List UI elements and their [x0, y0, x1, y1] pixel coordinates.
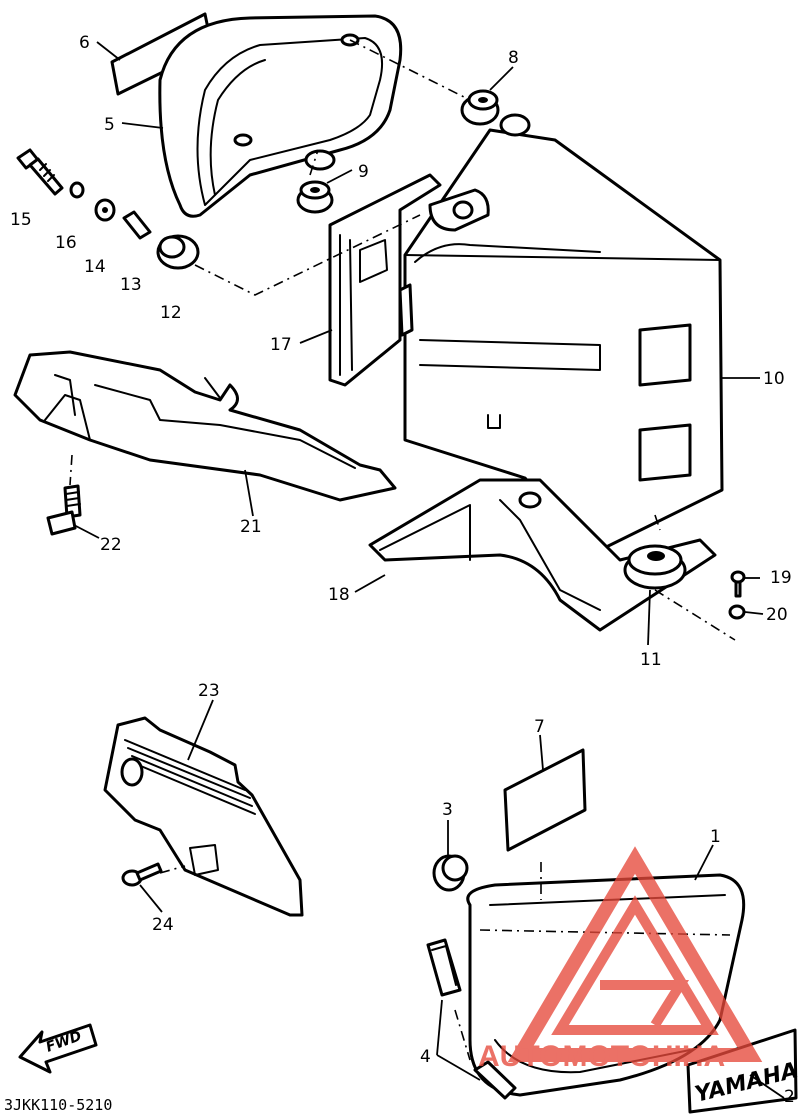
callout-24: 24 — [152, 915, 174, 935]
assembly-lines — [69, 39, 736, 1061]
part-21-bracket — [13, 350, 397, 502]
callout-18: 18 — [328, 585, 350, 605]
callout-labels: 6 5 8 9 10 11 12 13 14 15 16 17 18 19 20… — [10, 33, 795, 1107]
part-12-grommet — [156, 234, 200, 270]
callout-17: 17 — [270, 335, 292, 355]
callout-6: 6 — [79, 33, 90, 53]
callout-10: 10 — [763, 369, 785, 389]
part-23-cover — [103, 716, 304, 917]
part-17-bracket — [328, 173, 490, 387]
callout-1: 1 — [710, 827, 721, 847]
part-9-grommet — [296, 180, 334, 214]
callout-13: 13 — [120, 275, 142, 295]
callout-7: 7 — [534, 717, 545, 737]
part-24-screw — [121, 862, 163, 887]
part-13-collar — [122, 210, 152, 240]
callout-14: 14 — [84, 257, 106, 277]
callout-15: 15 — [10, 210, 32, 230]
callout-23: 23 — [198, 681, 220, 701]
callout-5: 5 — [104, 115, 115, 135]
part-10-battery-box — [403, 113, 724, 557]
callout-8: 8 — [508, 48, 519, 68]
part-3-grommet — [432, 854, 469, 892]
callout-4: 4 — [420, 1047, 431, 1067]
part-20-washer — [728, 604, 746, 620]
part-22-bolt — [46, 484, 82, 536]
callout-21: 21 — [240, 517, 262, 537]
fwd-arrow: FWD — [18, 1023, 98, 1074]
part-16-washer — [69, 181, 85, 199]
callout-11: 11 — [640, 650, 662, 670]
watermark-logo — [507, 846, 763, 1062]
callout-16: 16 — [55, 233, 77, 253]
part-4-grommet — [426, 938, 517, 1100]
watermark-text: AUTOMOTOHIHA — [478, 1040, 725, 1073]
callout-22: 22 — [100, 535, 122, 555]
callout-19: 19 — [770, 568, 792, 588]
part-8-grommet — [460, 89, 500, 126]
part-15-bolt — [16, 148, 64, 196]
part-19-screw — [730, 570, 746, 598]
callout-2: 2 — [784, 1087, 795, 1107]
part-14-washer — [94, 198, 116, 222]
part-7-label — [503, 748, 587, 852]
part-5-cover — [158, 14, 403, 218]
callout-12: 12 — [160, 303, 182, 323]
leader-lines — [73, 41, 785, 1099]
drawing-code: 3JKK110-5210 — [4, 1096, 112, 1114]
callout-20: 20 — [766, 605, 788, 625]
part-11-damper — [623, 544, 687, 590]
callout-9: 9 — [358, 162, 369, 182]
callout-3: 3 — [442, 800, 453, 820]
part-2-emblem: YAMAHA — [686, 1028, 800, 1114]
watermark: AUTOMOTOHIHA — [478, 846, 763, 1073]
